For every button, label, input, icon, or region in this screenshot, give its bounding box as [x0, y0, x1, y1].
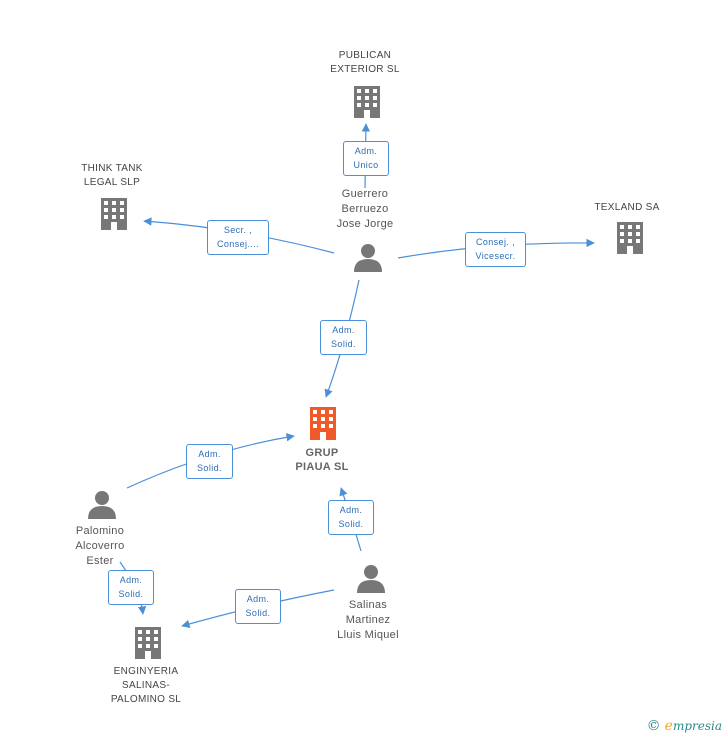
node-label-grup[interactable]: GRUP PIAUA SL — [295, 447, 349, 473]
brand-logo: ©empresia — [647, 718, 722, 734]
edge-label-palomino-grup[interactable]: Adm. Solid. — [186, 444, 233, 479]
person-icon[interactable] — [354, 244, 382, 272]
brand-name: mpresia — [672, 719, 722, 733]
copyright-symbol: © — [646, 718, 661, 734]
node-label-thinktank[interactable]: THINK TANK LEGAL SLP — [81, 163, 143, 188]
node-label-enginyeria[interactable]: ENGINYERIA SALINAS- PALOMINO SL — [110, 666, 182, 705]
edge-label-guerrero-texland[interactable]: Consej. , Vicesecr. — [465, 232, 526, 267]
node-label-publican[interactable]: PUBLICAN EXTERIOR SL — [330, 50, 400, 75]
edge-label-salinas-grup[interactable]: Adm. Solid. — [328, 500, 374, 535]
node-label-guerrero[interactable]: Guerrero Berruezo Jose Jorge — [336, 188, 394, 230]
edge-label-salinas-enginyeria[interactable]: Adm. Solid. — [235, 589, 281, 624]
node-label-texland[interactable]: TEXLAND SA — [594, 202, 660, 213]
building-icon[interactable] — [101, 198, 127, 230]
node-label-salinas[interactable]: Salinas Martinez Lluis Miquel — [337, 599, 399, 641]
edge-label-guerrero-thinktank[interactable]: Secr. , Consej.... — [207, 220, 269, 255]
building-icon[interactable] — [135, 627, 161, 659]
building-icon[interactable] — [617, 222, 643, 254]
node-label-palomino[interactable]: Palomino Alcoverro Ester — [75, 525, 125, 567]
building-icon[interactable] — [354, 86, 380, 118]
person-icon[interactable] — [88, 491, 116, 519]
brand-e: e — [664, 718, 673, 734]
edge-label-guerrero-grup[interactable]: Adm. Solid. — [320, 320, 367, 355]
person-icon[interactable] — [357, 565, 385, 593]
edge-label-palomino-enginyeria[interactable]: Adm. Solid. — [108, 570, 154, 605]
focus-building-icon[interactable] — [310, 407, 336, 440]
edge-label-guerrero-publican[interactable]: Adm. Unico — [343, 141, 389, 176]
